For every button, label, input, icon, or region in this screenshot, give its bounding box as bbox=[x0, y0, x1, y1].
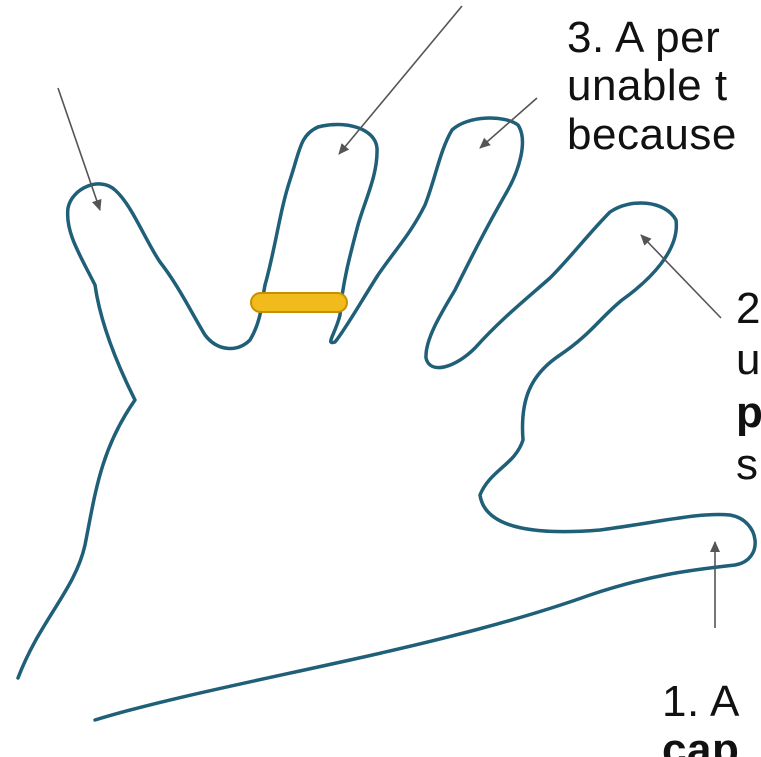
note-2-line-4: s bbox=[736, 445, 759, 485]
note-2-line-1: 2 bbox=[736, 289, 761, 329]
note-3-line-1: 3. A per bbox=[567, 18, 720, 58]
arrow-index-finger bbox=[641, 235, 721, 318]
arrow-ring-finger bbox=[339, 6, 462, 154]
note-2-line-3: p bbox=[736, 393, 761, 433]
note-3-line-2: unable t bbox=[567, 66, 728, 106]
note-3-line-3: because bbox=[567, 115, 737, 155]
note-2-line-2: u bbox=[736, 340, 761, 380]
hand-outline bbox=[18, 118, 755, 720]
note-1-line-1: 1. A bbox=[662, 682, 740, 722]
ring bbox=[251, 293, 347, 312]
arrow-middle-finger bbox=[480, 98, 537, 148]
note-1-line-2: cap bbox=[662, 730, 739, 757]
